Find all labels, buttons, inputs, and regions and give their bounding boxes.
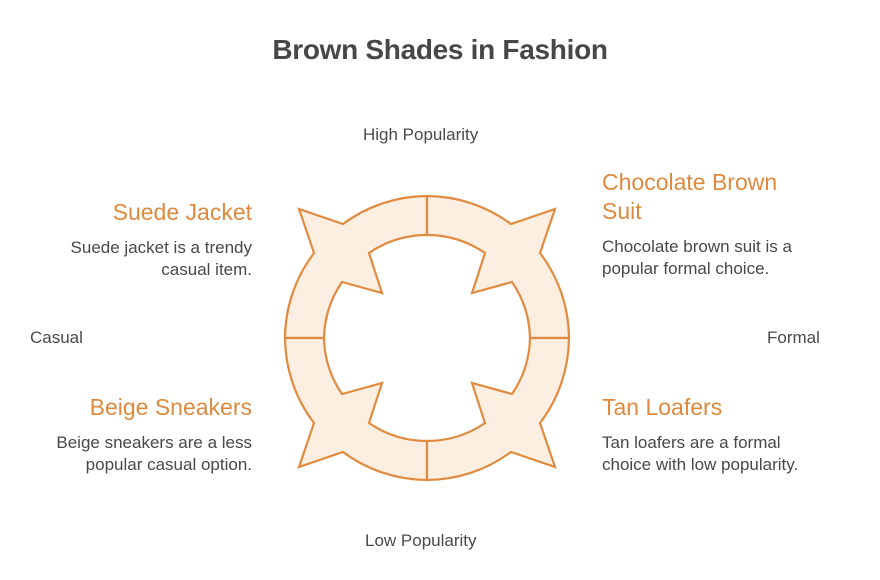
axis-label-left: Casual <box>30 328 83 347</box>
diagram-title: Brown Shades in Fashion <box>272 34 608 65</box>
axis-label-bottom: Low Popularity <box>365 531 477 550</box>
quadrant-top-right: Chocolate Brown Suit Chocolate brown sui… <box>602 168 832 280</box>
quadrant-title: Beige Sneakers <box>89 394 252 420</box>
quadrant-description: Suede jacket is a trendy casual item. <box>70 238 252 279</box>
quadrant-description: Chocolate brown suit is a popular formal… <box>602 237 792 278</box>
quadrant-title: Tan Loafers <box>602 394 723 420</box>
segment-top-right <box>425 194 571 340</box>
quadrant-title: Suede Jacket <box>112 199 252 225</box>
quadrant-description: Beige sneakers are a less popular casual… <box>56 433 252 474</box>
axis-label-right: Formal <box>767 328 820 347</box>
quadrant-bottom-right: Tan Loafers Tan loafers are a formal cho… <box>602 393 842 476</box>
quadrant-description: Tan loafers are a formal choice with low… <box>602 433 799 474</box>
quadrant-title: Chocolate Brown Suit <box>602 169 778 224</box>
segment-bottom-left <box>283 336 429 482</box>
axis-label-top: High Popularity <box>363 125 479 144</box>
quadrant-top-left: Suede Jacket Suede jacket is a trendy ca… <box>12 198 252 281</box>
segment-bottom-right <box>425 336 571 482</box>
quadrant-bottom-left: Beige Sneakers Beige sneakers are a less… <box>12 393 252 476</box>
segment-top-left <box>283 194 429 340</box>
